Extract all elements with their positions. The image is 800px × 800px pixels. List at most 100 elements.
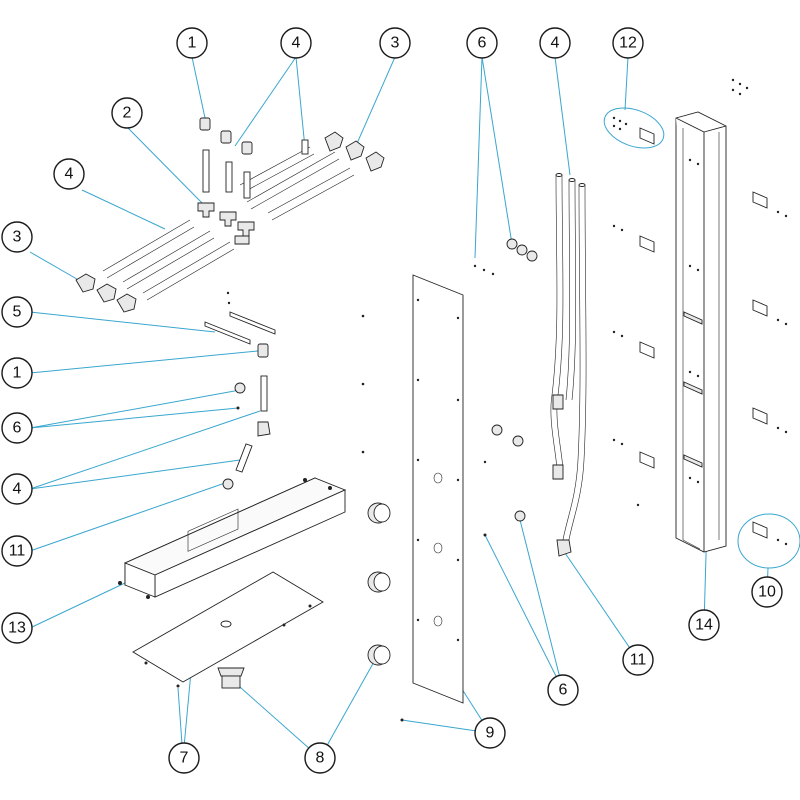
hoses-4 — [550, 173, 587, 557]
elbow-fitting-1 — [324, 131, 344, 152]
drain-fitting-8 — [217, 667, 245, 689]
leader-4-right — [554, 56, 571, 176]
svg-text:4: 4 — [292, 35, 301, 52]
base-plate-7 — [132, 571, 324, 688]
detail-ellipse-12 — [603, 107, 665, 149]
leader-5 — [29, 311, 216, 333]
svg-text:4: 4 — [65, 166, 74, 183]
leader-11-right — [562, 549, 639, 661]
callout-6-left: 6 — [1, 412, 33, 444]
svg-text:11: 11 — [9, 543, 26, 560]
callout-11-right: 11 — [622, 644, 654, 676]
pipe-angled-mid — [235, 443, 253, 473]
elbow-mid — [257, 421, 271, 437]
brackets-12 — [612, 78, 749, 145]
svg-text:5: 5 — [13, 304, 22, 321]
callout-5: 5 — [1, 296, 33, 328]
pipe-long-4 — [246, 151, 340, 210]
leader-11-left — [29, 482, 226, 552]
brackets-right-column — [752, 191, 788, 546]
callout-12: 12 — [612, 27, 644, 59]
pipe-assembly-top — [75, 117, 385, 313]
leader-13 — [29, 582, 126, 629]
svg-text:3: 3 — [391, 35, 400, 52]
callout-4-left: 4 — [53, 158, 85, 190]
callout-1-mid: 1 — [1, 357, 33, 389]
elbow-fitting-2 — [345, 140, 365, 161]
leader-3-top — [354, 56, 396, 149]
svg-text:10: 10 — [758, 584, 776, 601]
leader-lines — [29, 56, 769, 759]
svg-text:3: 3 — [13, 229, 22, 246]
svg-text:2: 2 — [123, 105, 132, 122]
leader-6-top-a — [474, 56, 483, 259]
svg-text:13: 13 — [8, 620, 26, 637]
svg-text:6: 6 — [559, 682, 568, 699]
callout-3-top: 3 — [379, 27, 411, 59]
pipe-long-3 — [142, 241, 235, 301]
leader-2 — [127, 127, 206, 207]
elbow-fitting-4 — [75, 273, 96, 293]
pipe-vertical-2 — [225, 161, 233, 193]
tee-fitting-1 — [197, 202, 215, 218]
nozzles-8 — [361, 314, 391, 666]
leader-1-mid — [29, 350, 259, 374]
callout-8: 8 — [304, 742, 336, 774]
svg-text:1: 1 — [188, 35, 197, 52]
elbow-fitting-3 — [365, 151, 385, 172]
leader-4-top-a — [234, 56, 297, 147]
callout-1-top: 1 — [176, 27, 208, 59]
screw-6-mid — [236, 406, 240, 410]
callout-4-right: 4 — [539, 27, 571, 59]
callout-7: 7 — [168, 742, 200, 774]
tee-fitting-2 — [219, 211, 237, 227]
base-tray-13 — [118, 477, 347, 599]
callout-4-mid: 4 — [1, 473, 33, 505]
leader-12 — [624, 56, 629, 111]
svg-text:7: 7 — [180, 750, 189, 767]
leader-4-top-b — [295, 56, 306, 149]
svg-text:4: 4 — [13, 481, 22, 498]
leader-8-b — [319, 659, 376, 759]
front-panel-9 — [400, 274, 464, 722]
tee-fitting-3 — [237, 221, 255, 237]
nipple-fitting-2 — [220, 130, 232, 144]
nipple-fitting-mid — [257, 343, 269, 358]
pipe-vertical-3 — [243, 171, 251, 199]
leader-4-mid-b — [29, 459, 241, 490]
leader-6-top-b — [481, 56, 513, 245]
svg-text:1: 1 — [13, 365, 22, 382]
leader-4-left — [81, 189, 166, 230]
detail-ellipse-10 — [737, 513, 800, 569]
svg-text:14: 14 — [695, 617, 713, 634]
svg-text:9: 9 — [486, 725, 495, 742]
svg-text:8: 8 — [316, 750, 325, 767]
pipe-vertical-4 — [301, 139, 309, 155]
svg-text:6: 6 — [13, 420, 22, 437]
pipe-long-1 — [102, 219, 195, 279]
callout-14: 14 — [688, 609, 720, 641]
nuts-6-right — [473, 238, 538, 537]
leader-6-left-b — [29, 407, 239, 429]
housing-14 — [675, 111, 727, 553]
elbow-fitting-5 — [96, 283, 117, 303]
pipe-vertical-mid — [260, 375, 268, 412]
nipple-fitting-3 — [241, 141, 253, 155]
leader-6-bottom-b — [519, 519, 564, 691]
nipple-fitting-1 — [199, 117, 211, 131]
nut-6-mid — [234, 382, 246, 394]
leader-4-mid-a — [29, 410, 261, 490]
pipe-long-6 — [239, 146, 315, 193]
elbow-fitting-6 — [116, 293, 137, 313]
rails-5 — [204, 291, 276, 345]
callout-11-left: 11 — [1, 535, 33, 567]
connector-11-left — [222, 478, 234, 490]
svg-text:12: 12 — [619, 35, 637, 52]
bracket-10 — [752, 521, 768, 539]
leader-1-top — [191, 56, 206, 119]
pipe-vertical-1 — [202, 149, 210, 193]
svg-text:6: 6 — [478, 35, 487, 52]
callout-9: 9 — [474, 717, 506, 749]
